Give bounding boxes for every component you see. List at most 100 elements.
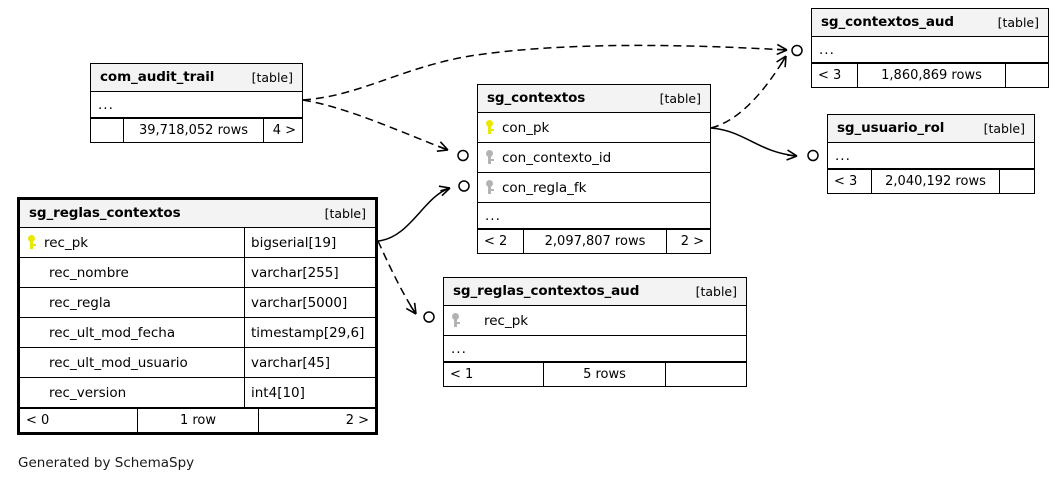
table-row: rec_ult_mod_fecha timestamp[29,6] [20, 318, 375, 348]
table-name: sg_reglas_contextos_aud [453, 283, 640, 299]
edge-sg-contextos-to-sg-contextos-aud [710, 55, 787, 129]
edge-com-audit-trail-to-sg-contextos [302, 99, 469, 162]
table-sg-reglas-contextos-aud[interactable]: sg_reglas_contextos_aud [table] rec_pk .… [443, 277, 747, 387]
foreign-key-icon [485, 180, 496, 195]
table-com-audit-trail[interactable]: com_audit_trail [table] ... 39,718,052 r… [90, 63, 303, 143]
table-footer: < 0 1 row 2 > [20, 408, 375, 432]
table-sg-contextos-aud[interactable]: sg_contextos_aud [table] ... < 3 1,860,8… [811, 8, 1049, 88]
column-name: con_pk [502, 119, 550, 136]
footer-rowcount: 1,860,869 rows [858, 64, 1006, 87]
footer-parents: < 1 [444, 363, 544, 386]
column-cell: rec_version [20, 378, 244, 407]
column-type: timestamp[29,6] [244, 318, 375, 347]
columns-ellipsis: ... [444, 336, 746, 362]
table-tag: [table] [997, 14, 1039, 30]
edge-sg-contextos-to-sg-usuario-rol [710, 127, 819, 162]
column-name: rec_pk [484, 312, 529, 329]
footer-parents: < 3 [828, 170, 872, 193]
table-tag: [table] [659, 90, 701, 106]
table-row: rec_pk bigserial[19] [20, 228, 375, 258]
table-row: con_pk [478, 113, 710, 143]
table-tag: [table] [324, 205, 366, 221]
columns-ellipsis: ... [478, 203, 710, 229]
column-name: con_contexto_id [502, 149, 612, 166]
column-cell: rec_pk [444, 306, 746, 335]
column-name: rec_pk [44, 234, 89, 251]
table-footer: 39,718,052 rows 4 > [91, 118, 302, 142]
table-name: sg_reglas_contextos [29, 205, 181, 221]
table-row: con_regla_fk [478, 173, 710, 203]
columns-ellipsis: ... [91, 92, 302, 118]
footer-children [1000, 170, 1034, 193]
column-name: rec_regla [49, 294, 111, 311]
table-tag: [table] [983, 120, 1025, 136]
footer-parents: < 3 [812, 64, 858, 87]
columns-ellipsis: ... [812, 37, 1048, 63]
table-tag: [table] [251, 69, 293, 85]
table-footer: < 1 5 rows [444, 362, 746, 386]
footer-children: 4 > [272, 123, 296, 138]
column-name: rec_nombre [49, 264, 129, 281]
table-row: con_contexto_id [478, 143, 710, 173]
footer-parents [91, 119, 124, 142]
table-name: sg_contextos_aud [821, 14, 954, 30]
footer-parents: < 2 [478, 230, 524, 253]
footer-rowcount: 39,718,052 rows [124, 119, 264, 142]
table-name: com_audit_trail [100, 69, 215, 85]
column-type: varchar[255] [244, 258, 375, 287]
column-name: con_regla_fk [502, 179, 587, 196]
column-type: varchar[45] [244, 348, 375, 377]
table-row: rec_pk [444, 306, 746, 336]
footer-children: 2 > [345, 413, 369, 428]
column-cell: con_regla_fk [478, 173, 710, 202]
table-name: sg_usuario_rol [837, 120, 945, 136]
footer-children: 2 > [680, 234, 704, 249]
column-cell: con_pk [478, 113, 710, 142]
table-name: sg_contextos [487, 90, 586, 106]
column-cell: rec_nombre [20, 258, 244, 287]
table-sg-reglas-contextos[interactable]: sg_reglas_contextos [table] rec_pk bigse… [17, 197, 378, 435]
generator-credit: Generated by SchemaSpy [18, 455, 195, 471]
table-row: rec_ult_mod_usuario varchar[45] [20, 348, 375, 378]
footer-rowcount: 1 row [138, 409, 259, 432]
table-footer: < 2 2,097,807 rows 2 > [478, 229, 710, 253]
table-header: sg_contextos_aud [table] [812, 9, 1048, 37]
column-cell: rec_ult_mod_usuario [20, 348, 244, 377]
primary-key-icon [485, 120, 496, 135]
footer-rowcount: 2,040,192 rows [872, 170, 1000, 193]
table-sg-contextos[interactable]: sg_contextos [table] con_pk con_contexto… [477, 84, 711, 254]
table-header: sg_usuario_rol [table] [828, 115, 1034, 143]
column-cell: rec_pk [20, 228, 244, 257]
column-type: varchar[5000] [244, 288, 375, 317]
foreign-key-icon [485, 150, 496, 165]
footer-rowcount: 5 rows [544, 363, 666, 386]
footer-children [666, 363, 746, 386]
column-cell: rec_regla [20, 288, 244, 317]
primary-key-icon [27, 235, 38, 250]
table-header: sg_reglas_contextos_aud [table] [444, 278, 746, 306]
table-header: sg_contextos [table] [478, 85, 710, 113]
column-name: rec_ult_mod_fecha [49, 324, 176, 341]
foreign-key-icon [451, 313, 462, 328]
columns-ellipsis: ... [828, 143, 1034, 169]
footer-children [1006, 64, 1048, 87]
table-header: sg_reglas_contextos [table] [20, 200, 375, 228]
table-tag: [table] [695, 283, 737, 299]
table-row: rec_regla varchar[5000] [20, 288, 375, 318]
column-type: int4[10] [244, 378, 375, 407]
table-sg-usuario-rol[interactable]: sg_usuario_rol [table] ... < 3 2,040,192… [827, 114, 1035, 194]
column-cell: con_contexto_id [478, 143, 710, 172]
column-name: rec_version [49, 384, 127, 401]
column-name: rec_ult_mod_usuario [49, 354, 188, 371]
table-footer: < 3 2,040,192 rows [828, 169, 1034, 193]
table-row: rec_version int4[10] [20, 378, 375, 408]
footer-parents: < 0 [20, 409, 138, 432]
edge-sg-reglas-contextos-to-sg-reglas-contextos-aud [377, 240, 435, 323]
table-row: rec_nombre varchar[255] [20, 258, 375, 288]
column-type: bigserial[19] [244, 228, 375, 257]
table-footer: < 3 1,860,869 rows [812, 63, 1048, 87]
table-header: com_audit_trail [table] [91, 64, 302, 92]
edge-sg-reglas-contextos-to-sg-contextos [377, 180, 470, 242]
column-cell: rec_ult_mod_fecha [20, 318, 244, 347]
